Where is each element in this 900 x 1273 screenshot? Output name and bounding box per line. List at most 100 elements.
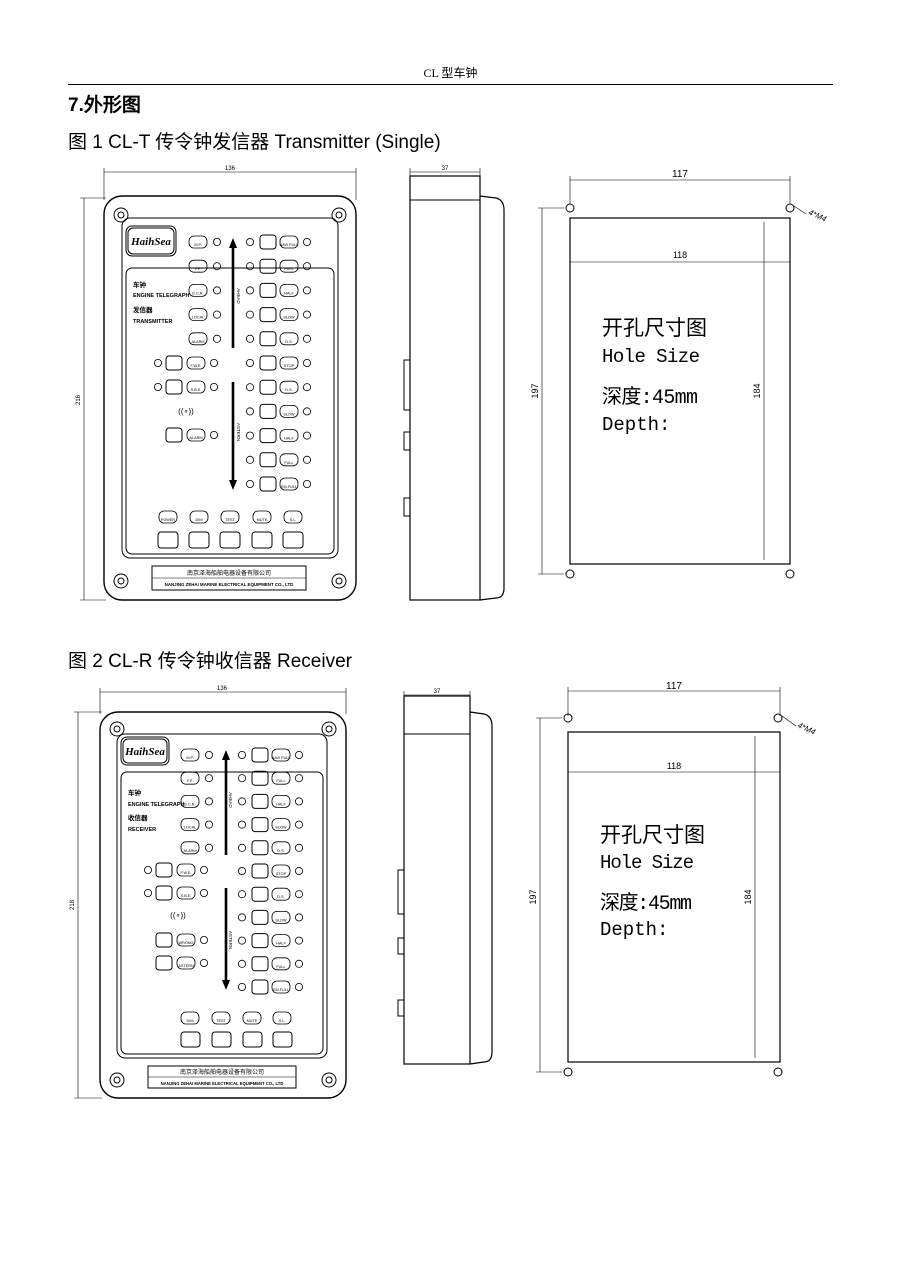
cutout-outer-width: 117 — [672, 169, 688, 180]
right-indicator-2 — [294, 797, 303, 806]
astern-arrow-icon — [222, 980, 230, 990]
right-key-6-badge — [271, 887, 291, 901]
bottom-key-0-badge — [158, 510, 178, 524]
right-key-4-badge — [271, 841, 291, 855]
side-indicator-2 — [209, 430, 218, 439]
left-key-lamp-4 — [212, 334, 221, 343]
bottom-key-2-label: TEST — [225, 518, 235, 522]
left-key-lamp-2 — [212, 286, 221, 295]
left-key-lamp-1 — [212, 262, 221, 271]
left-key-lamp-4 — [204, 843, 213, 852]
side-lamp-0 — [143, 866, 152, 875]
cutout-outer-height: 197 — [528, 889, 538, 904]
right-key-5-label: STOP — [284, 364, 295, 368]
right-lamp-3 — [245, 310, 254, 319]
right-indicator-1 — [302, 262, 311, 271]
right-button-7 — [251, 909, 269, 925]
right-lamp-10 — [237, 983, 246, 992]
right-key-0-badge — [279, 235, 299, 249]
right-lamp-9 — [237, 959, 246, 968]
right-indicator-5 — [302, 358, 311, 367]
side-button-0 — [165, 355, 183, 371]
right-button-0 — [259, 234, 277, 250]
label-en-1: ENGINE TELEGRAPH — [133, 293, 190, 299]
astern-label: ASTERN — [228, 931, 233, 949]
hole-size-title-cn: 开孔尺寸图 — [600, 824, 705, 847]
right-indicator-9 — [302, 455, 311, 464]
right-key-9-label: FULL — [276, 965, 285, 969]
right-indicator-10 — [294, 983, 303, 992]
right-button-7 — [259, 403, 277, 419]
astern-arrow-icon — [229, 480, 237, 490]
side-button-2 — [155, 932, 173, 948]
buzzer-icon: ((∘)) — [170, 911, 186, 920]
left-key-0-badge — [188, 235, 208, 249]
bottom-key-1-label: DIM — [196, 518, 203, 522]
side-key-0-badge — [176, 863, 196, 877]
right-lamp-4 — [245, 334, 254, 343]
ahead-arrow-icon — [229, 238, 237, 248]
cutout-inner-width: 118 — [673, 250, 687, 260]
side-lamp-0 — [153, 358, 162, 367]
right-key-1-label: FULL — [276, 779, 285, 783]
right-indicator-6 — [302, 383, 311, 392]
right-key-8-label: HALF — [276, 942, 286, 946]
left-key-3-label: LOCAL — [184, 826, 196, 830]
right-lamp-8 — [237, 936, 246, 945]
bottom-key-4-badge — [283, 510, 303, 524]
cutout-holes: 4*M4 — [796, 721, 817, 737]
right-key-8-badge — [279, 429, 299, 443]
front-height-dim: 218 — [70, 899, 76, 910]
right-lamp-9 — [245, 455, 254, 464]
bottom-key-3-badge — [272, 1011, 292, 1025]
bottom-key-0-badge — [180, 1011, 200, 1025]
side-key-1-label: S.B.E. — [181, 894, 192, 898]
side-button-1 — [165, 379, 183, 395]
bottom-key-2-badge — [220, 510, 240, 524]
bottom-key-0-label: DIM — [187, 1019, 194, 1023]
bottom-key-2-label: MUTE — [247, 1019, 258, 1023]
right-key-5-badge — [271, 864, 291, 878]
side-key-2-badge — [176, 933, 196, 947]
right-indicator-0 — [294, 751, 303, 760]
bottom-key-0-label: POWER — [161, 518, 176, 522]
bottom-key-3-label: MUTE — [257, 518, 268, 522]
right-indicator-0 — [302, 237, 311, 246]
right-lamp-4 — [237, 843, 246, 852]
right-lamp-1 — [237, 774, 246, 783]
right-indicator-5 — [294, 867, 303, 876]
right-indicator-7 — [302, 407, 311, 416]
left-key-1-label: F.P. — [187, 779, 193, 783]
right-key-3-label: SLOW — [275, 826, 287, 830]
left-key-3-label: LOCAL — [192, 316, 204, 320]
hole-size-title-en: Hole Size — [600, 852, 694, 874]
right-lamp-10 — [245, 479, 254, 488]
depth-cn: 深度:45mm — [602, 385, 698, 410]
right-lamp-5 — [245, 358, 254, 367]
right-button-3 — [251, 817, 269, 833]
left-key-0-badge — [180, 748, 200, 762]
cutout-outer-height: 197 — [530, 383, 540, 398]
bottom-key-1-badge — [211, 1011, 231, 1025]
right-lamp-8 — [245, 431, 254, 440]
left-key-1-badge — [180, 771, 200, 785]
side-depth-dim: 37 — [434, 689, 441, 695]
right-button-4 — [251, 840, 269, 856]
depth-en: Depth: — [600, 919, 668, 941]
right-button-8 — [259, 428, 277, 444]
left-key-0-label: M.P. — [186, 756, 193, 760]
right-button-5 — [259, 355, 277, 371]
right-button-5 — [251, 863, 269, 879]
astern-label: ASTERN — [236, 423, 241, 441]
side-button-0 — [155, 862, 173, 878]
right-key-10-label: EM.FULL — [273, 988, 289, 992]
right-key-4-label: D.S. — [285, 340, 292, 344]
right-key-2-badge — [279, 283, 299, 297]
cutout-inner-height: 184 — [743, 889, 753, 904]
right-button-9 — [259, 452, 277, 468]
right-key-0-label: NAVI FULL — [272, 756, 291, 760]
right-key-7-badge — [271, 911, 291, 924]
right-button-6 — [251, 886, 269, 902]
